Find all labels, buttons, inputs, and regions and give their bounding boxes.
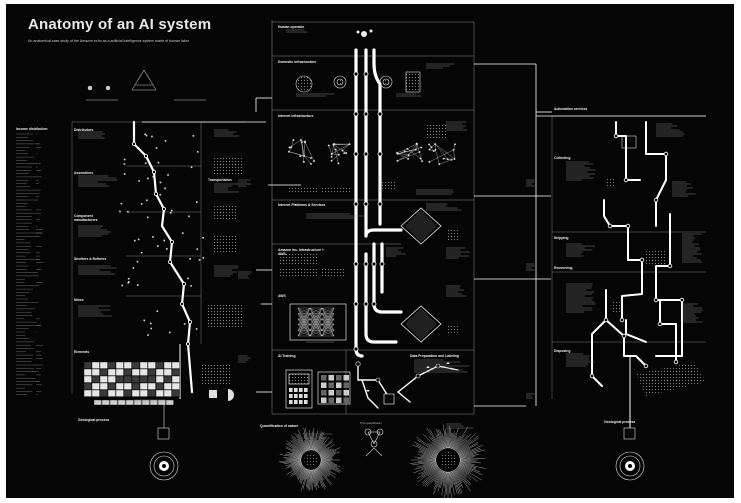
data-diamonds xyxy=(400,207,442,343)
label-geological-process-left: Geological process xyxy=(78,418,110,422)
poster-title: Anatomy of an AI system xyxy=(28,16,212,33)
quantification-bursts xyxy=(278,424,486,498)
right-circuit xyxy=(591,121,683,387)
label-recovering: Recovering xyxy=(554,266,573,270)
label-quantification: Quantification of nature xyxy=(260,424,299,428)
label-assemblers: Assemblers xyxy=(74,171,94,175)
label-transportation: Transportation xyxy=(208,178,232,182)
left-supply-line xyxy=(132,120,194,394)
center-connectors xyxy=(255,63,551,407)
poster-subtitle: An anatomical case study of the Amazon e… xyxy=(28,39,190,43)
label-domestic-infrastructure: Domestic infrastructure xyxy=(278,60,317,64)
human-operator-graphic xyxy=(356,29,373,37)
left-geological-target xyxy=(149,400,179,481)
center-right-boxes xyxy=(382,124,460,334)
label-disposing: Disposing xyxy=(554,349,571,353)
income-distribution-list xyxy=(16,133,44,395)
label-mines: Mines xyxy=(74,298,84,302)
aws-neural-network xyxy=(289,303,347,341)
center-pipe-nodes xyxy=(353,71,385,352)
label-distributors: Distributors xyxy=(74,128,94,132)
top-left-graphics xyxy=(86,69,206,101)
label-ai-training: AI Training xyxy=(278,354,296,358)
label-internet-platforms: Internet Platforms & Services xyxy=(278,203,326,207)
label-shipping: Shipping xyxy=(554,236,569,240)
label-income-distribution: Income distribution xyxy=(16,127,48,131)
transport-images xyxy=(201,156,244,384)
label-data-prep: Data Preparation and Labeling xyxy=(410,354,459,358)
right-circuit-nodes xyxy=(589,133,685,379)
poster: Anatomy of an AI system An anatomical ca… xyxy=(6,4,734,498)
periodic-table xyxy=(83,361,180,406)
ai-training-devices xyxy=(285,369,351,409)
label-amazon-infrastructure: Amazon Inc. Infrastructure + AWS xyxy=(278,248,324,256)
server-racks xyxy=(278,186,352,277)
diagram-graphics xyxy=(16,20,706,498)
micro-text-blocks xyxy=(78,29,704,439)
label-aws: AWS xyxy=(278,294,286,298)
domestic-devices xyxy=(295,71,421,93)
right-images xyxy=(606,135,706,396)
label-human-operator: Human operator xyxy=(278,25,305,29)
label-internet-infrastructure: Internet infrastructure xyxy=(278,114,314,118)
data-labeling-tree xyxy=(357,363,459,409)
label-elements: Elements xyxy=(74,350,90,354)
label-collecting: Collecting xyxy=(554,156,571,160)
time-quantification-graphic xyxy=(364,428,384,457)
right-geological-target xyxy=(615,356,645,481)
label-geological-process-right: Geological process xyxy=(604,420,636,424)
label-smelters-refiners: Smelters & Refiners xyxy=(74,257,107,261)
label-automation-services: Automation services xyxy=(554,107,588,111)
internet-network xyxy=(288,139,456,166)
label-component-manufacturers: Component manufacturers xyxy=(74,214,98,222)
left-icons xyxy=(119,133,205,336)
left-supply-nodes xyxy=(132,141,192,346)
label-time-quantification: Time quantification xyxy=(360,422,382,425)
right-panel-frame xyxy=(551,115,706,399)
